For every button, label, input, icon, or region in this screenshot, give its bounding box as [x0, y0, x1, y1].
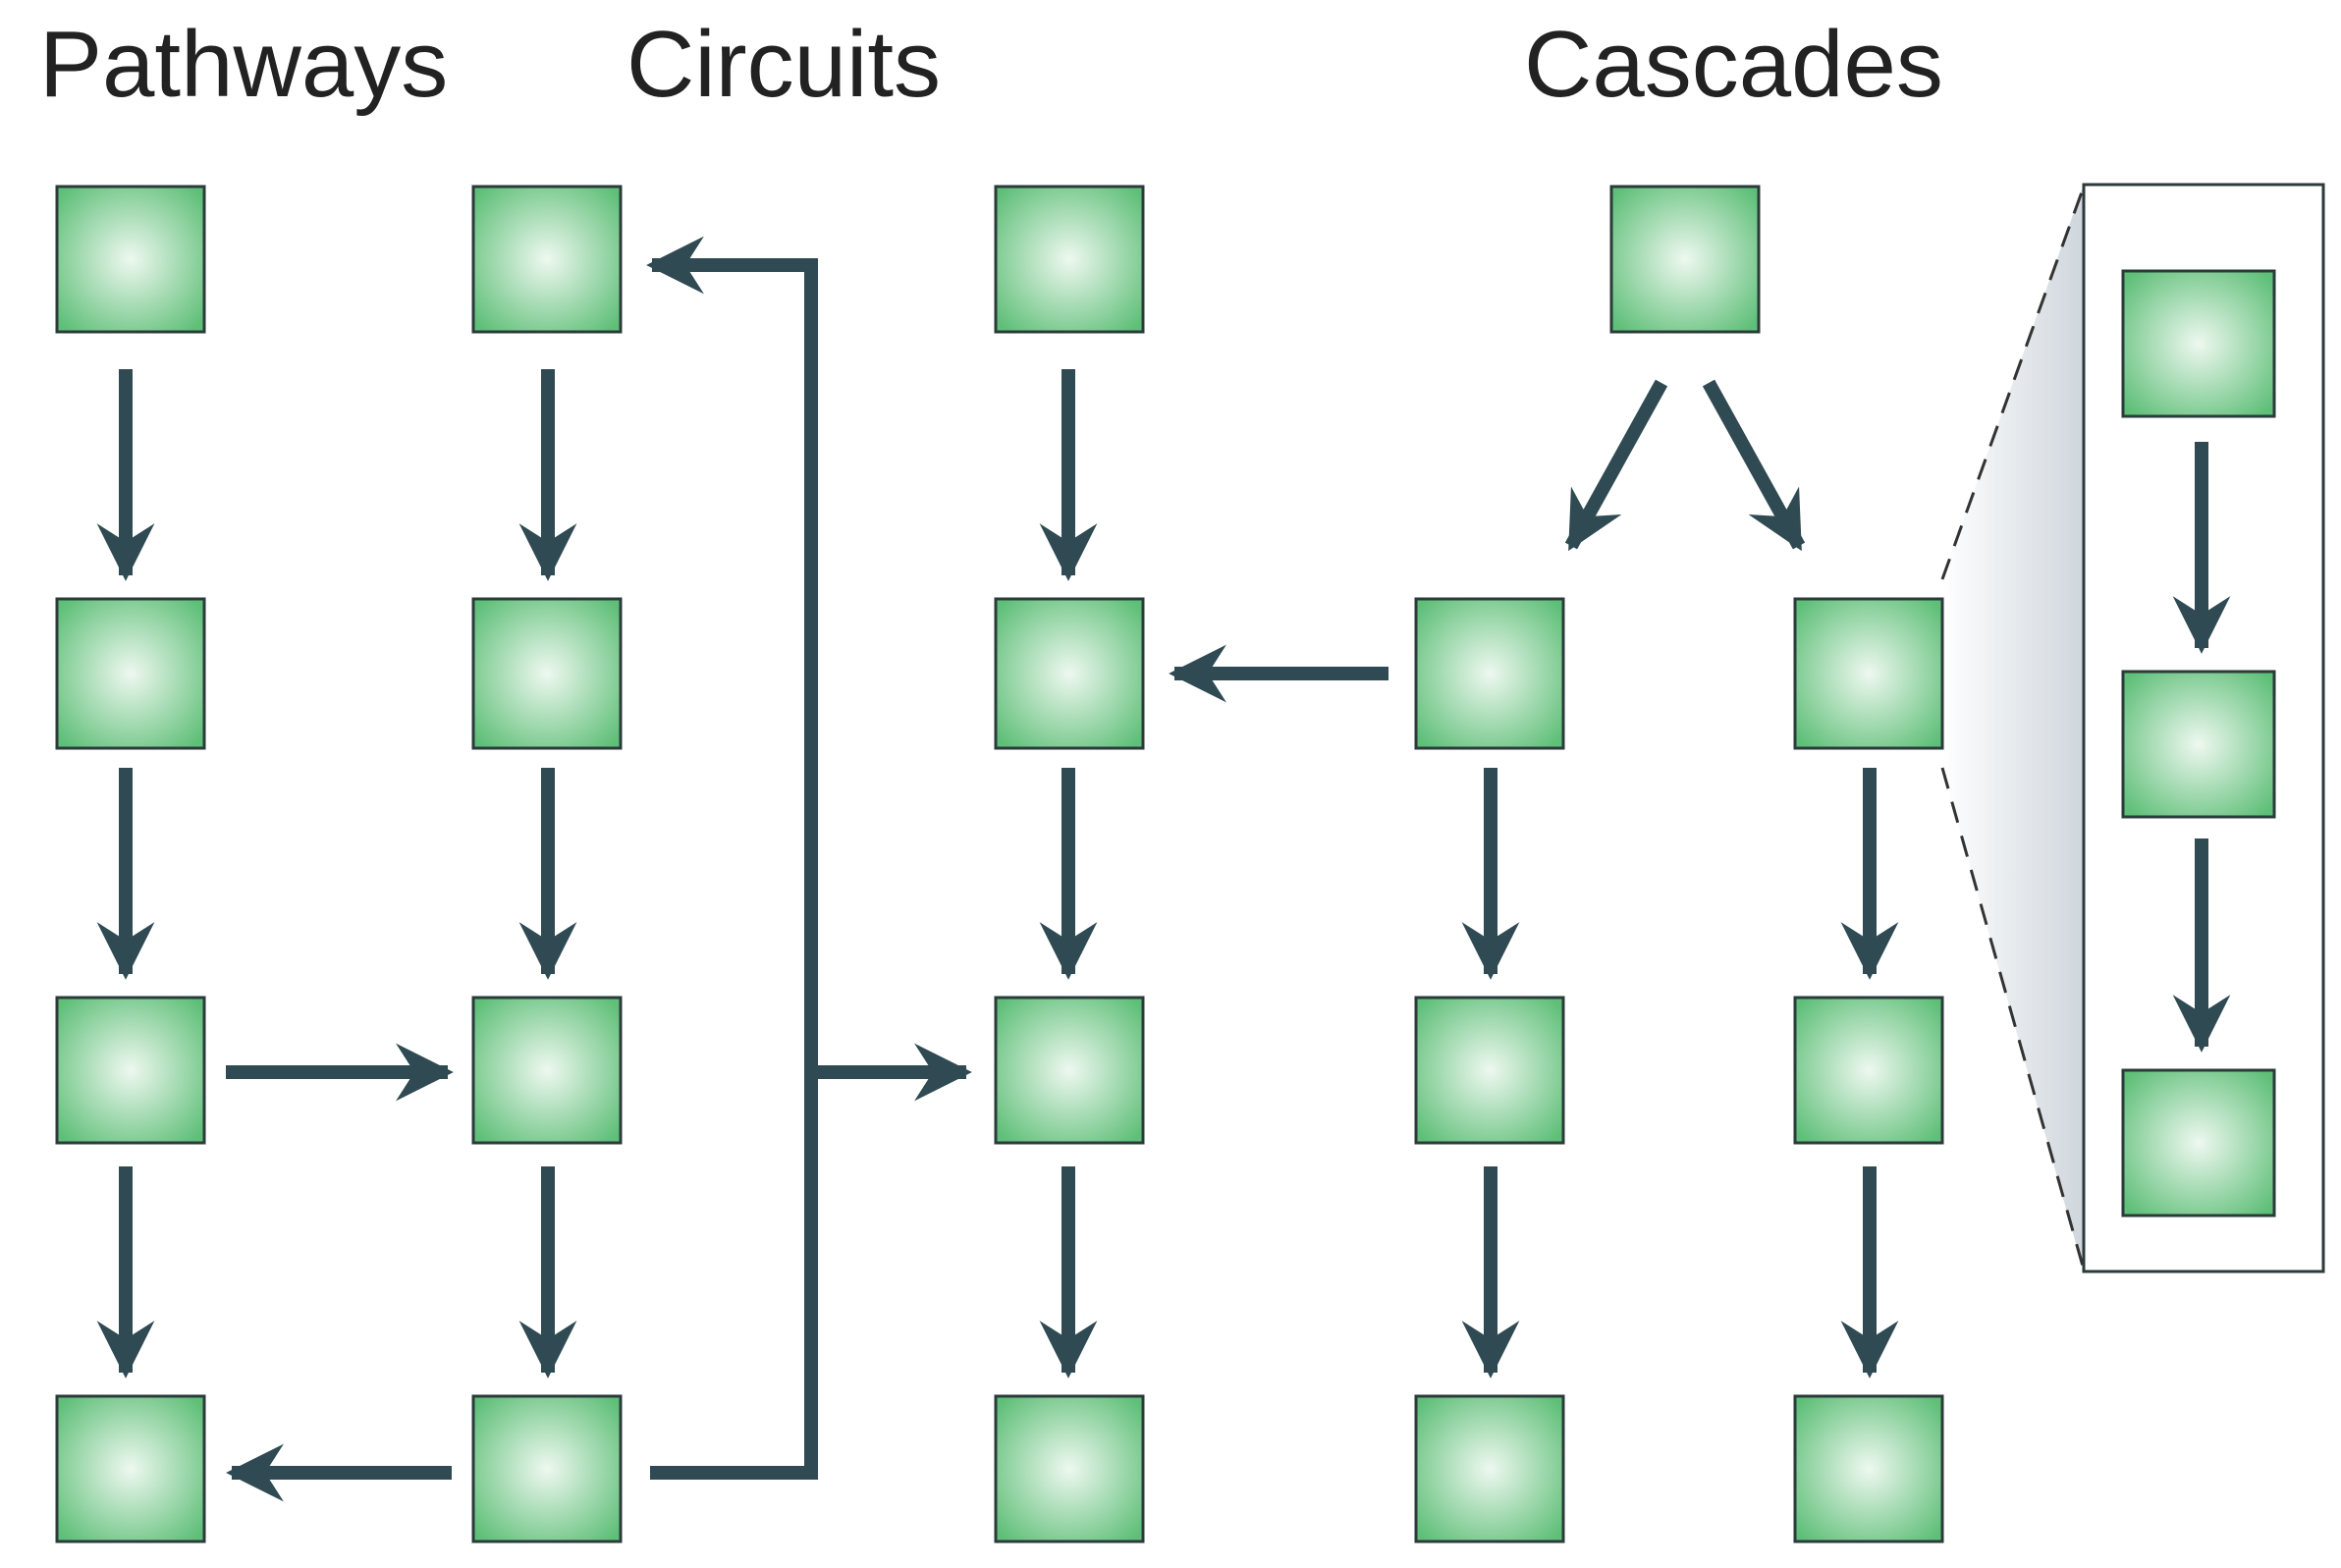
cascades-inset-group — [2121, 269, 2276, 1217]
node-p3 — [55, 996, 206, 1145]
cascades-group — [1169, 185, 1944, 1543]
node-i3 — [2121, 1068, 2276, 1217]
node-kB4 — [1793, 1394, 1944, 1543]
node-c2 — [471, 597, 623, 750]
node-p2 — [55, 597, 206, 750]
node-kB2 — [1793, 597, 1944, 750]
node-i1 — [2121, 269, 2276, 418]
node-m3 — [994, 996, 1145, 1145]
zoom-line-bottom — [1940, 767, 2086, 1271]
node-c1 — [471, 185, 623, 334]
title-pathways: Pathways — [39, 12, 448, 117]
node-p4 — [55, 1394, 206, 1543]
title-circuits: Circuits — [626, 12, 941, 117]
node-kA3 — [1414, 996, 1565, 1145]
node-c4 — [471, 1394, 623, 1543]
node-k0 — [1609, 185, 1761, 334]
pathways-group — [55, 185, 454, 1543]
node-m2 — [994, 597, 1145, 750]
circuits-group — [226, 185, 972, 1543]
arrow-k0-kB2 — [1702, 379, 1806, 552]
node-c3 — [471, 996, 623, 1145]
node-kB3 — [1793, 996, 1944, 1145]
node-p1 — [55, 185, 206, 334]
node-kA4 — [1414, 1394, 1565, 1543]
arrow-k0-kA2 — [1564, 379, 1668, 552]
node-kA2 — [1414, 597, 1565, 750]
circuits-target-group — [994, 185, 1145, 1543]
node-m1 — [994, 185, 1145, 334]
node-m4 — [994, 1394, 1145, 1543]
zoom-shade — [1942, 185, 2084, 1271]
node-i2 — [2121, 670, 2276, 819]
arrow-c4-c1-feedback — [646, 236, 818, 1480]
title-cascades: Cascades — [1524, 12, 1943, 117]
